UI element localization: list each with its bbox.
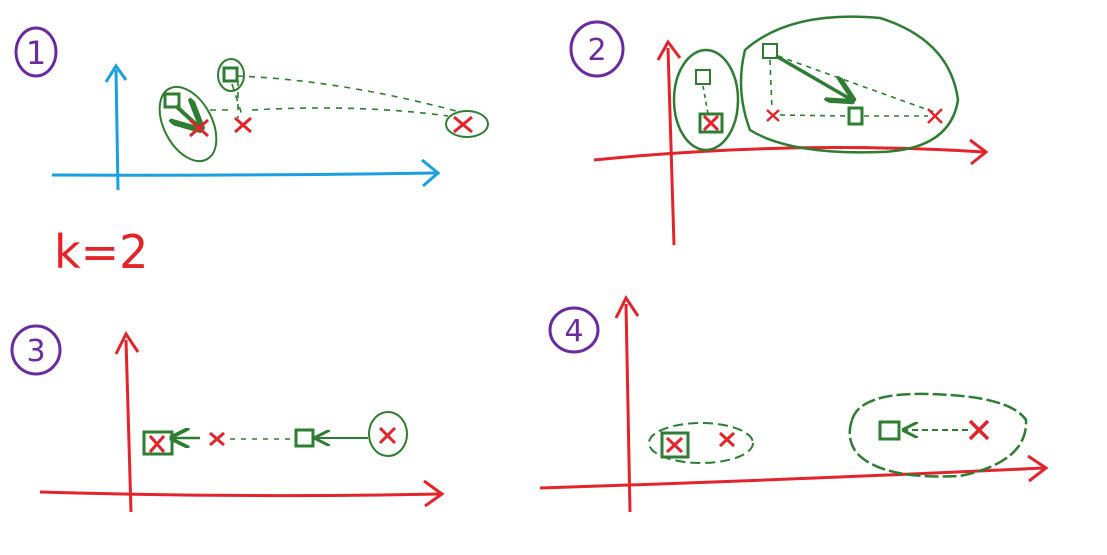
centroid-3b <box>294 428 315 448</box>
point-x-4b <box>718 431 736 448</box>
step-4-badge: 4 <box>548 306 600 354</box>
centroid-2a-old <box>695 69 711 85</box>
x-axis-3 <box>39 490 441 498</box>
svg-text:4: 4 <box>564 314 583 349</box>
move-arrow-2b <box>775 54 852 100</box>
y-axis-3 <box>124 339 133 513</box>
svg-text:1: 1 <box>26 34 46 72</box>
cluster-outline-1a <box>158 85 218 163</box>
cluster-1c <box>445 110 489 138</box>
centroid-1b <box>222 66 239 83</box>
distance-lines-2 <box>769 55 935 117</box>
point-x-3a <box>148 435 166 453</box>
y-arrow-3 <box>114 331 140 355</box>
y-axis-4 <box>624 303 632 513</box>
panel-3: 3 <box>10 324 445 513</box>
centroid-2a <box>698 112 724 134</box>
x-axis-4 <box>539 466 1045 490</box>
cluster-outline-2a <box>672 48 740 152</box>
centroid-4b <box>878 420 901 441</box>
axes-3 <box>39 331 445 513</box>
cluster-3a <box>142 431 294 456</box>
cluster-outline-3b <box>368 411 408 457</box>
step-2-badge: 2 <box>569 20 625 78</box>
k-label: k=2 <box>54 225 148 279</box>
x-arrow-4 <box>1027 454 1049 483</box>
point-x-2a <box>702 114 720 132</box>
point-x-1a <box>189 118 209 138</box>
centroid-4a <box>660 431 690 459</box>
svg-text:2: 2 <box>587 33 606 68</box>
cluster-outline-2b <box>739 15 960 154</box>
point-x-3b <box>209 431 225 447</box>
step-1-badge: 1 <box>14 26 58 78</box>
centroid-2b-old <box>762 43 778 59</box>
x-axis-2 <box>593 146 985 162</box>
svg-text:k=2: k=2 <box>54 225 148 279</box>
y-axis-2 <box>666 47 676 246</box>
cluster-2b <box>739 15 960 154</box>
svg-text:3: 3 <box>26 334 45 369</box>
x-axis-1 <box>51 171 437 177</box>
axes-1 <box>51 63 441 191</box>
distance-lines-1 <box>210 75 461 119</box>
y-axis-1 <box>114 69 120 191</box>
cluster-outline-4a <box>648 422 754 464</box>
x-arrow-2 <box>969 138 989 166</box>
cluster-outline-1c <box>445 110 489 138</box>
panel-2: 2 <box>569 15 989 246</box>
step-3-badge: 3 <box>10 324 62 376</box>
cluster-outline-1b <box>217 58 245 92</box>
point-x-2b <box>766 109 780 122</box>
point-x-4a <box>665 436 684 454</box>
point-x-1b <box>234 116 252 134</box>
y-arrow-4 <box>614 295 640 319</box>
centroid-2b <box>847 106 864 126</box>
x-arrow-3 <box>423 479 445 508</box>
y-arrow-1 <box>104 63 128 83</box>
cluster-4b <box>848 392 1028 478</box>
point-x-2c <box>927 108 943 124</box>
axes-4 <box>539 295 1049 513</box>
point-x-1c <box>453 115 473 134</box>
cluster-outline-4b <box>848 392 1028 478</box>
point-x-4c <box>968 419 990 441</box>
x-arrow-1 <box>421 158 441 188</box>
cluster-3b <box>294 411 408 457</box>
cluster-1b <box>217 58 245 92</box>
y-arrow-2 <box>656 39 682 61</box>
cluster-2a <box>672 48 740 152</box>
cluster-4a <box>648 422 754 464</box>
panel-1: 1 k=2 <box>14 26 489 279</box>
point-x-3c <box>378 426 397 445</box>
panel-4: 4 <box>539 295 1049 513</box>
axes-2 <box>593 39 989 246</box>
cluster-1a <box>158 85 218 163</box>
